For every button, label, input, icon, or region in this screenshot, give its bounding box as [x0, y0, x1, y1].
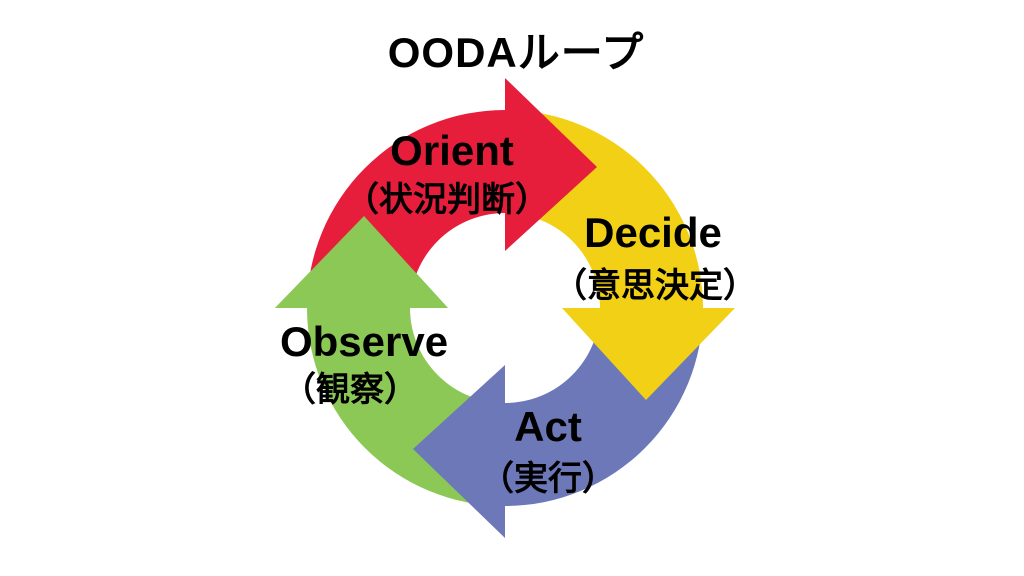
decide-label-en: Decide [584, 209, 722, 256]
observe-arrowhead-overlay [275, 216, 448, 308]
observe-label-en: Observe [279, 318, 449, 365]
act-label-ja: （実行） [480, 460, 616, 498]
observe-label-ja: （観察） [282, 371, 418, 409]
orient-label-ja: （状況判断） [345, 181, 549, 219]
act-label-en: Act [514, 403, 582, 450]
orient-label-en: Orient [390, 127, 514, 174]
decide-label-ja: （意思決定） [553, 267, 757, 305]
diagram-title: OODAループ [387, 29, 645, 76]
